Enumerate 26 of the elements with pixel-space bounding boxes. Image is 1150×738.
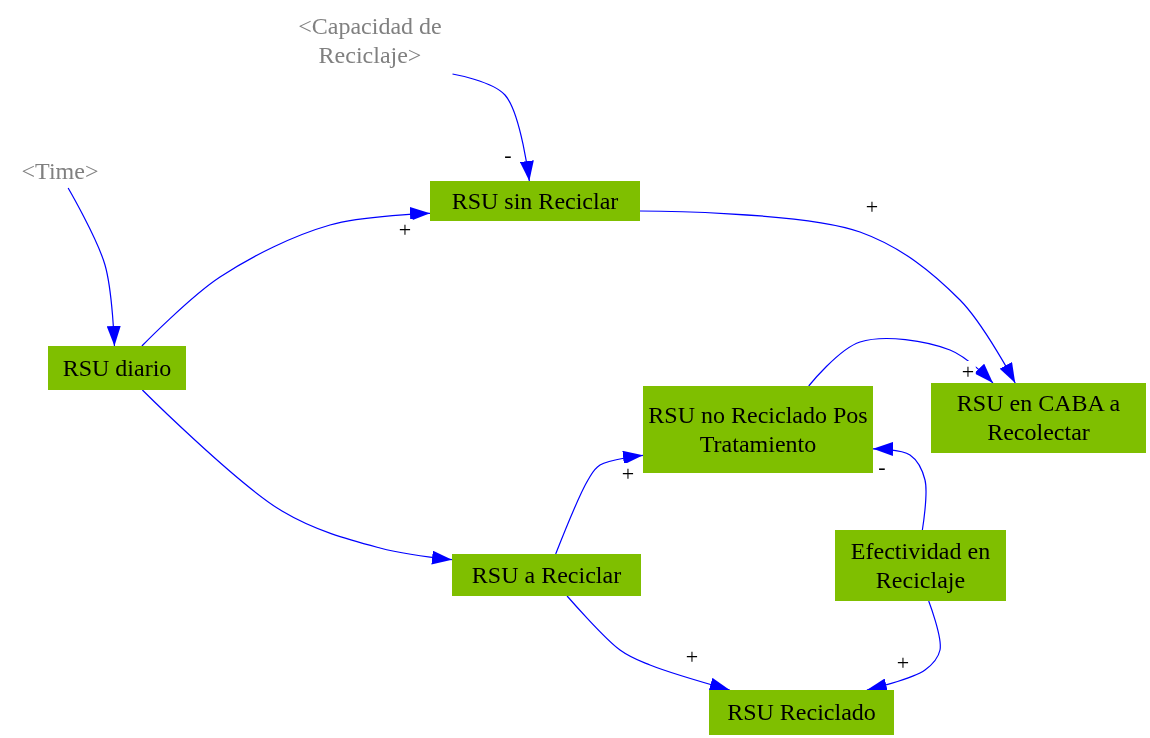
causal-arrow: [555, 450, 644, 555]
shadow-variable-label: <Capacidad de Reciclaje>: [297, 12, 443, 70]
causal-arrow: [141, 389, 453, 565]
variable-name: RSU en CABA a Recolectar: [955, 389, 1122, 447]
variable-box: [835, 530, 1006, 601]
variable-box: [643, 386, 873, 473]
variable-name: RSU sin Reciclar: [451, 186, 619, 216]
variable-name: RSU a Reciclar: [471, 560, 622, 590]
variable-name: RSU diario: [62, 353, 172, 383]
variable-name: RSU no Reciclado Pos Tratamiento: [647, 400, 869, 459]
variable-box: [931, 383, 1146, 453]
variable-box: [452, 554, 641, 596]
causal-arrow: [451, 73, 534, 182]
causal-arrow: [566, 595, 731, 692]
variable-box: [430, 181, 640, 221]
causal-arrow: [67, 187, 121, 347]
causal-arrow: [808, 337, 994, 387]
causal-arrow: [639, 210, 1016, 384]
variable-name: Efectividad en Reciclaje: [849, 536, 992, 595]
shadow-variable-label: <Time>: [21, 156, 99, 186]
causal-arrow: [866, 600, 941, 693]
causal-arrow: [141, 207, 431, 347]
variable-box: [48, 346, 186, 390]
causal-arrow: [872, 442, 927, 531]
variable-name: RSU Reciclado: [727, 698, 876, 727]
variable-box: [709, 690, 894, 735]
